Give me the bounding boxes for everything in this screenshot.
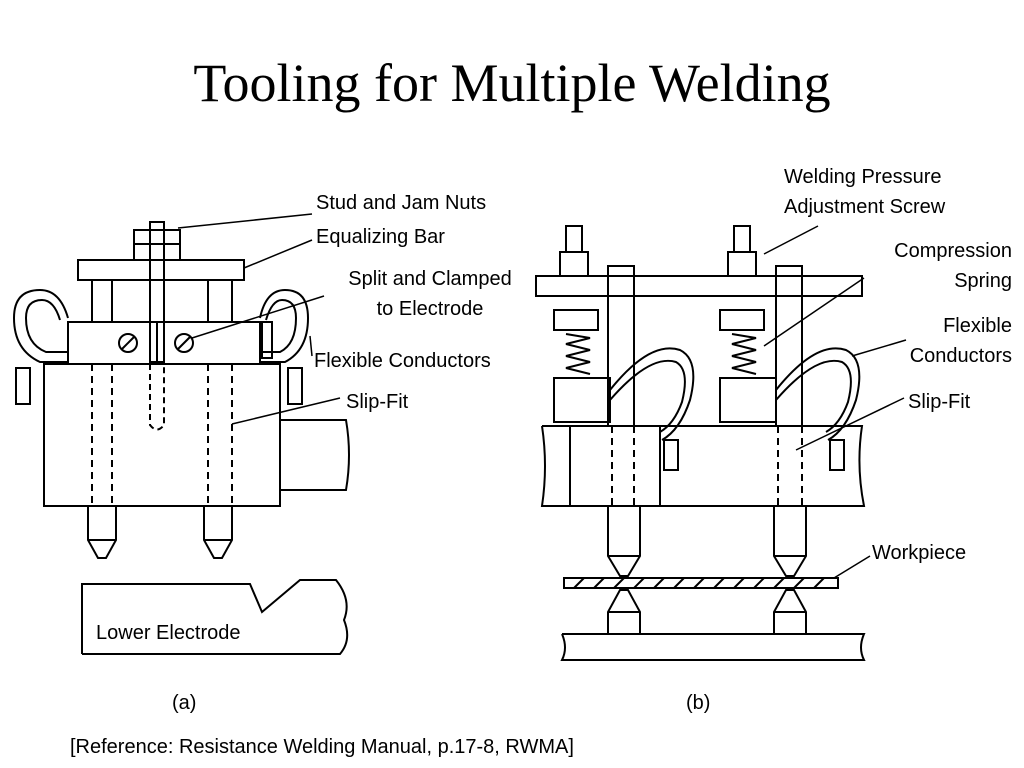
label-slip-fit-b: Slip-Fit <box>908 391 971 413</box>
label-flexible-conductors-a: Flexible Conductors <box>314 350 491 372</box>
label-split-line-1: Split and Clamped <box>348 268 512 290</box>
lower-platen <box>560 633 866 661</box>
label-compression-line-2: Spring <box>954 270 1012 292</box>
adjustment-screw-left <box>565 225 583 253</box>
label-flexible-line-1: Flexible <box>943 315 1012 337</box>
label-compression-spring: Compression Spring <box>840 236 1012 296</box>
figure-b-drawing <box>535 225 907 661</box>
label-flexible-line-2: Conductors <box>909 345 1012 367</box>
label-pressure-line-1: Welding Pressure <box>784 166 942 188</box>
label-slip-fit-a: Slip-Fit <box>346 391 409 413</box>
slide-title: Tooling for Multiple Welding <box>193 53 831 113</box>
label-welding-pressure: Welding Pressure Adjustment Screw <box>784 162 945 222</box>
flexible-conductor-b-left <box>609 347 695 441</box>
holder-body-b <box>540 425 866 507</box>
lower-electrode <box>81 579 349 655</box>
upper-electrode-right <box>773 506 807 577</box>
pressure-plate <box>535 275 863 297</box>
flexible-conductor-right <box>259 288 310 363</box>
equalizing-bar <box>77 259 245 281</box>
figure-a-drawing <box>12 213 350 655</box>
workpiece <box>563 577 839 589</box>
jam-nut-lower <box>133 243 181 261</box>
label-equalizing-bar: Equalizing Bar <box>316 226 445 248</box>
label-lower-electrode: Lower Electrode <box>96 622 241 644</box>
flexible-conductor-b-right <box>775 347 861 441</box>
compression-spring-right <box>731 333 757 375</box>
caption-b: (b) <box>686 692 711 714</box>
electrode-tip-left <box>87 506 117 559</box>
holder-arm <box>280 419 350 491</box>
label-pressure-line-2: Adjustment Screw <box>784 196 946 218</box>
split-screw-left <box>118 333 138 353</box>
compression-spring-left <box>565 333 591 375</box>
electrode-tip-right <box>203 506 233 559</box>
flexible-conductor-left <box>12 288 69 363</box>
electrode-holder <box>43 363 281 507</box>
split-screw-right <box>174 333 194 353</box>
caption-a: (a) <box>172 692 197 714</box>
label-compression-line-1: Compression <box>894 240 1012 262</box>
label-split-and-clamped: Split and Clamped to Electrode <box>322 264 538 324</box>
label-workpiece: Workpiece <box>872 542 967 564</box>
jam-nut-upper <box>133 229 181 245</box>
upper-electrode-left <box>607 506 641 577</box>
label-flexible-conductors-b: Flexible Conductors <box>840 311 1012 371</box>
reference-note: [Reference: Resistance Welding Manual, p… <box>70 736 574 758</box>
adjustment-screw-right <box>733 225 751 253</box>
label-stud-and-jam-nuts: Stud and Jam Nuts <box>316 192 487 214</box>
label-split-line-2: to Electrode <box>376 298 484 320</box>
